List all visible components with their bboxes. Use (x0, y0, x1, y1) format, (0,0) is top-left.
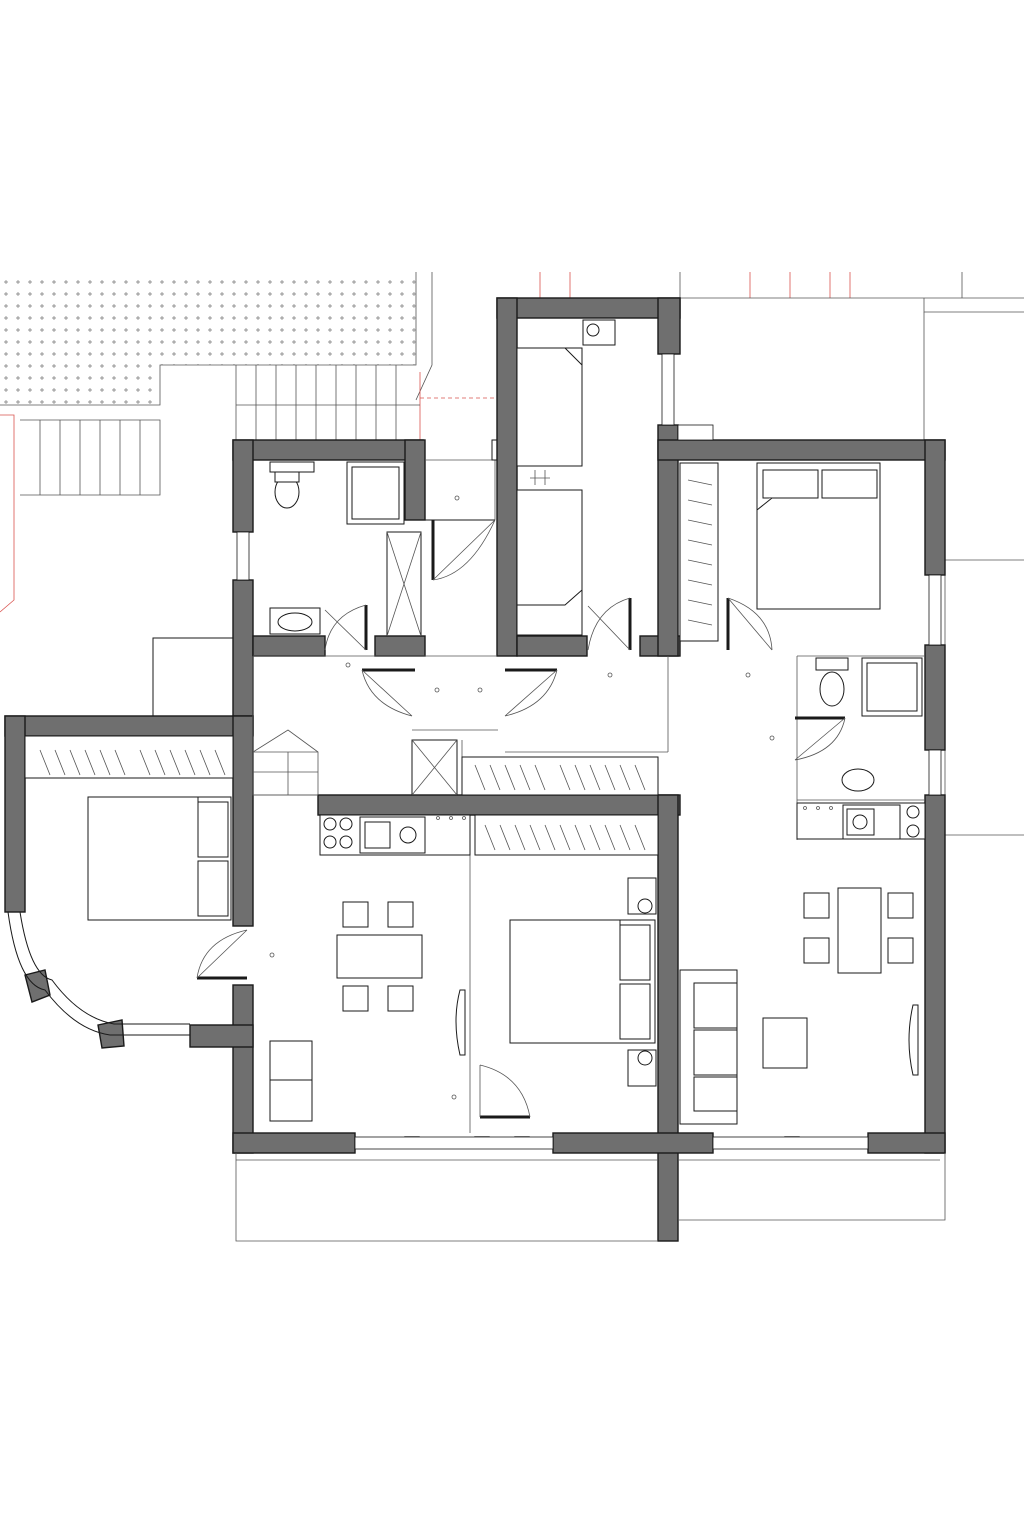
hall-wardrobe (461, 756, 659, 796)
partitions (252, 439, 925, 1133)
balcony (235, 1153, 946, 1242)
window (928, 574, 942, 646)
exterior-block (152, 637, 234, 717)
exterior-stairs (20, 365, 420, 496)
wall-lamp (908, 1004, 919, 1076)
hob (906, 805, 920, 819)
chair (887, 937, 914, 964)
toilet (819, 671, 845, 707)
planted-area (0, 272, 416, 405)
coffee-table (762, 1017, 808, 1069)
chair (803, 937, 830, 964)
wardrobe (24, 735, 234, 779)
top-bedroom (516, 319, 616, 636)
interior-stair (252, 729, 319, 795)
wardrobe (679, 462, 719, 642)
hob (323, 817, 337, 831)
wall-lamp (455, 989, 466, 1056)
chair (803, 892, 830, 919)
doors (196, 495, 846, 1119)
sofa (269, 1040, 313, 1122)
window (236, 531, 250, 581)
chair (342, 985, 369, 1012)
right-living-room (679, 802, 926, 1125)
window (928, 749, 942, 796)
bay-window (7, 911, 190, 1036)
single-bed (516, 489, 583, 636)
dining-table (837, 887, 882, 974)
walls (4, 297, 946, 1242)
chair (342, 901, 369, 928)
windows (7, 353, 942, 1150)
site-boundary-line (0, 414, 15, 613)
wash-basin (841, 768, 875, 792)
chair (387, 985, 414, 1012)
window (661, 353, 675, 426)
window (712, 1136, 869, 1150)
chair (887, 892, 914, 919)
bathroom-1 (269, 461, 405, 635)
shaft (386, 531, 422, 637)
left-bedroom (24, 735, 234, 921)
window (354, 1136, 554, 1150)
chair (387, 901, 414, 928)
wardrobe (474, 814, 659, 856)
center-kitchen (269, 814, 471, 1122)
dining-table (336, 934, 423, 979)
right-bedroom (679, 462, 881, 642)
center-bedroom (474, 814, 659, 1087)
single-bed (516, 347, 583, 467)
bathroom-2 (815, 657, 923, 792)
